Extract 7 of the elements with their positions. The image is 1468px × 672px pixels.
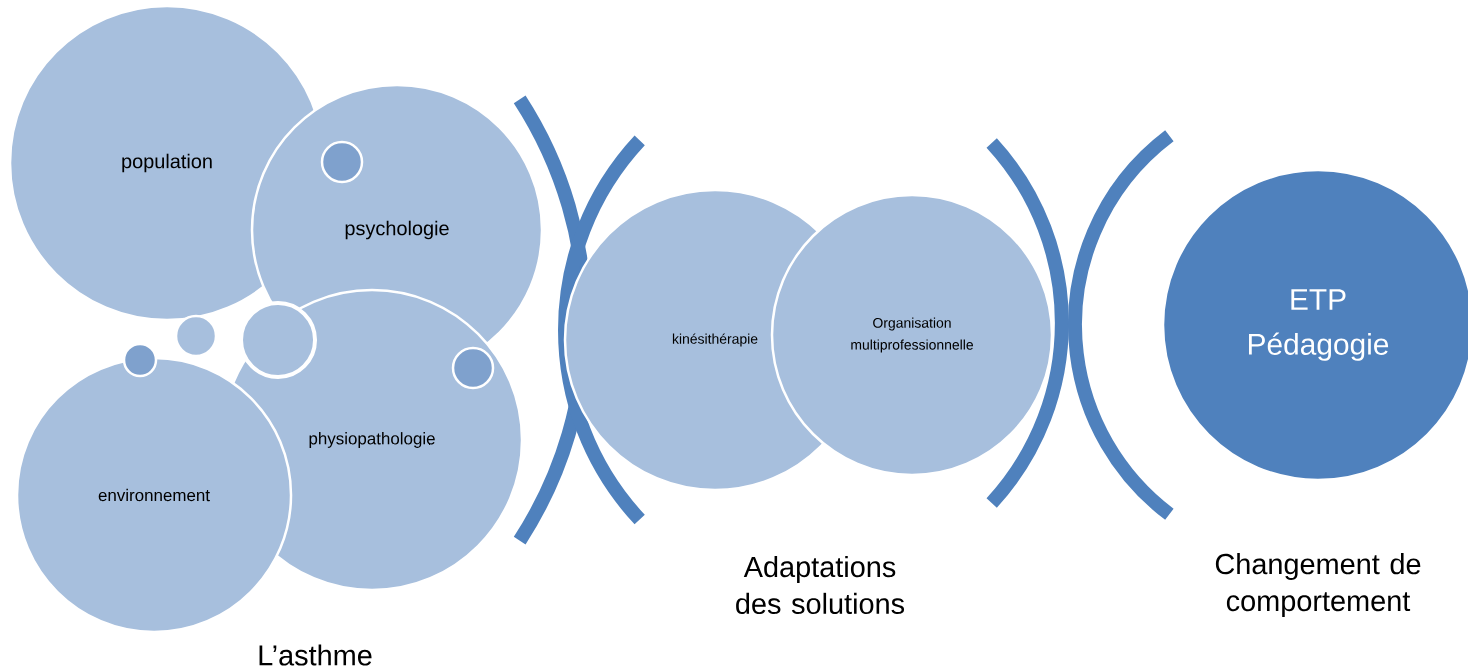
small-bubble	[451, 346, 495, 390]
caption: Changement de comportement	[1215, 553, 1421, 617]
caption: L’asthme	[259, 644, 372, 666]
small-bubble	[174, 314, 218, 358]
small-bubble	[320, 140, 364, 184]
caption: Adaptations des solutions	[736, 555, 905, 615]
small-bubble	[122, 342, 158, 378]
